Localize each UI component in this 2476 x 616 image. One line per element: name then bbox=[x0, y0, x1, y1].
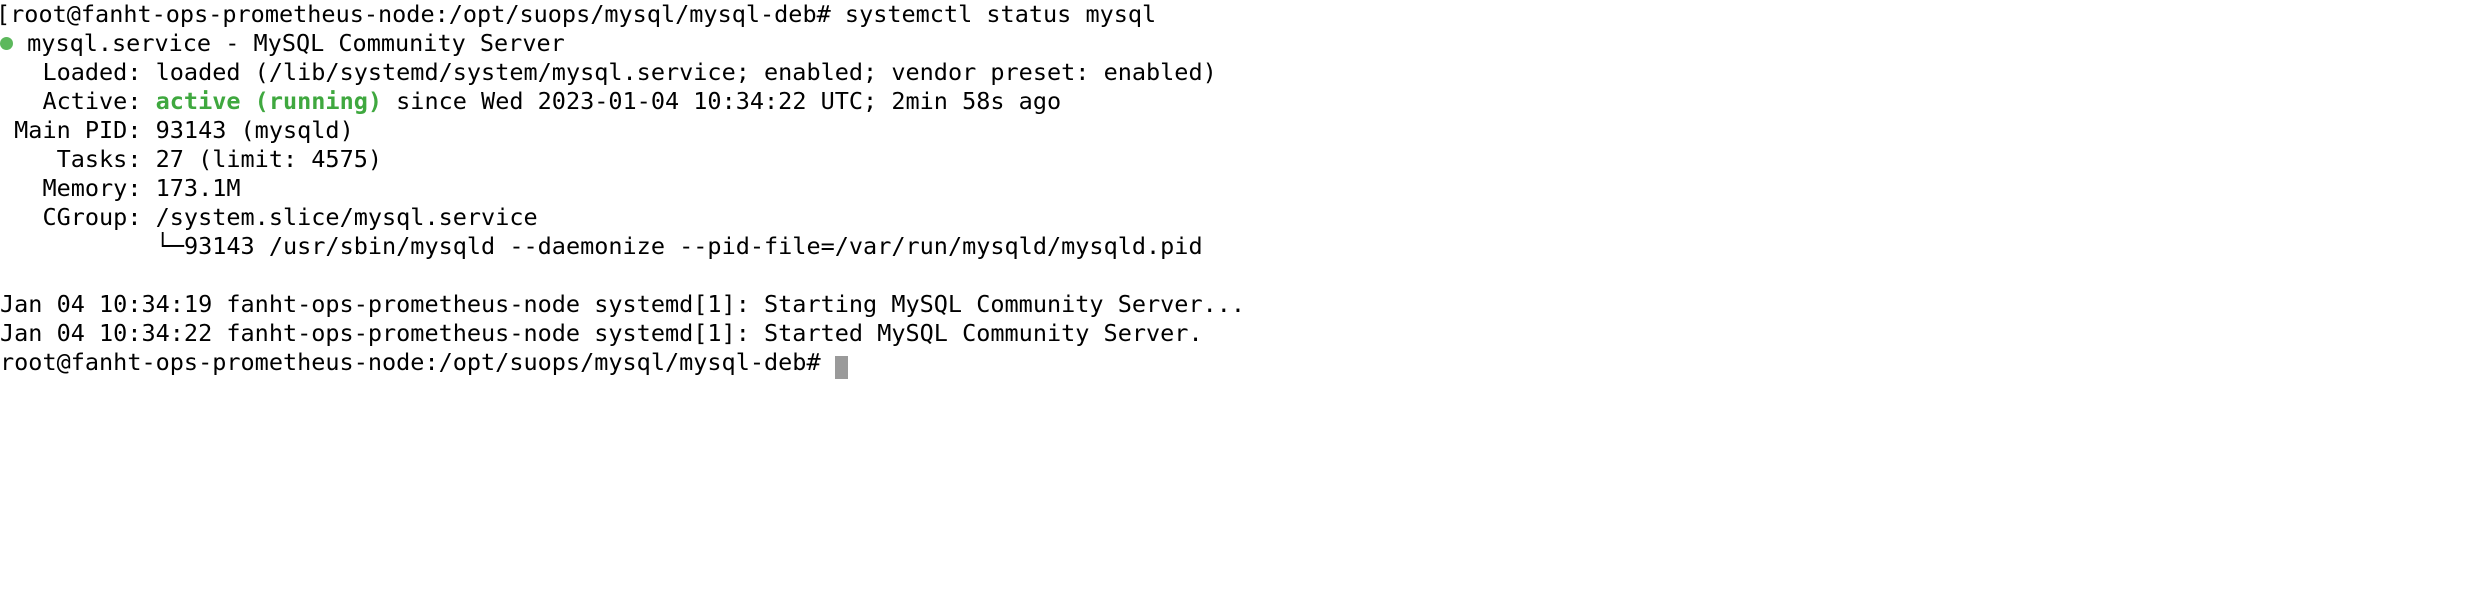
journal-line: Jan 04 10:34:19 fanht-ops-prometheus-nod… bbox=[0, 290, 1246, 318]
field-memory-key: Memory: bbox=[0, 174, 156, 202]
cgroup-tree-indent bbox=[0, 232, 156, 260]
cgroup-tree-entry: └─93143 /usr/sbin/mysqld --daemonize --p… bbox=[0, 232, 2476, 261]
prompt-space bbox=[831, 0, 845, 28]
field-cgroup-key: CGroup: bbox=[0, 203, 156, 231]
journal-line: Jan 04 10:34:22 fanht-ops-prometheus-nod… bbox=[0, 319, 1203, 347]
final-prompt-line[interactable]: root@fanht-ops-prometheus-node:/opt/suop… bbox=[0, 348, 2476, 379]
command-line: [root@fanht-ops-prometheus-node:/opt/suo… bbox=[0, 0, 2476, 29]
field-loaded: Loaded: loaded (/lib/systemd/system/mysq… bbox=[0, 58, 2476, 87]
field-active-state: active (running) bbox=[155, 87, 383, 115]
field-main-pid-key: Main PID: bbox=[0, 116, 156, 144]
field-tasks-value: 27 (limit: 4575) bbox=[155, 145, 383, 173]
active-status-dot-icon bbox=[0, 37, 13, 50]
field-main-pid-value: 93143 (mysqld) bbox=[155, 116, 354, 144]
field-active-since: since Wed 2023-01-04 10:34:22 UTC; 2min … bbox=[382, 87, 1062, 115]
typed-command: systemctl status mysql bbox=[844, 0, 1157, 28]
field-active-key: Active: bbox=[0, 87, 156, 115]
field-tasks: Tasks: 27 (limit: 4575) bbox=[0, 145, 2476, 174]
field-active: Active: active (running) since Wed 2023-… bbox=[0, 87, 2476, 116]
unit-header-line: mysql.service - MySQL Community Server bbox=[0, 29, 2476, 58]
field-main-pid: Main PID: 93143 (mysqld) bbox=[0, 116, 2476, 145]
final-shell-prompt: root@fanht-ops-prometheus-node:/opt/suop… bbox=[0, 348, 821, 376]
leading-bracket-glyph: [ bbox=[0, 0, 10, 28]
block-cursor[interactable] bbox=[834, 356, 848, 379]
field-loaded-value: loaded (/lib/systemd/system/mysql.servic… bbox=[155, 58, 1217, 86]
field-cgroup-value: /system.slice/mysql.service bbox=[155, 203, 538, 231]
unit-header-text: mysql.service - MySQL Community Server bbox=[13, 29, 565, 57]
field-memory-value: 173.1M bbox=[155, 174, 241, 202]
field-memory: Memory: 173.1M bbox=[0, 174, 2476, 203]
shell-prompt: root@fanht-ops-prometheus-node:/opt/suop… bbox=[10, 0, 831, 28]
final-prompt-space bbox=[821, 348, 835, 376]
blank-line bbox=[0, 261, 2476, 290]
field-loaded-key: Loaded: bbox=[0, 58, 156, 86]
cgroup-process-command: 93143 /usr/sbin/mysqld --daemonize --pid… bbox=[183, 232, 1203, 260]
tree-branch-icon: └─ bbox=[155, 232, 184, 260]
field-tasks-key: Tasks: bbox=[0, 145, 156, 173]
field-cgroup: CGroup: /system.slice/mysql.service bbox=[0, 203, 2476, 232]
